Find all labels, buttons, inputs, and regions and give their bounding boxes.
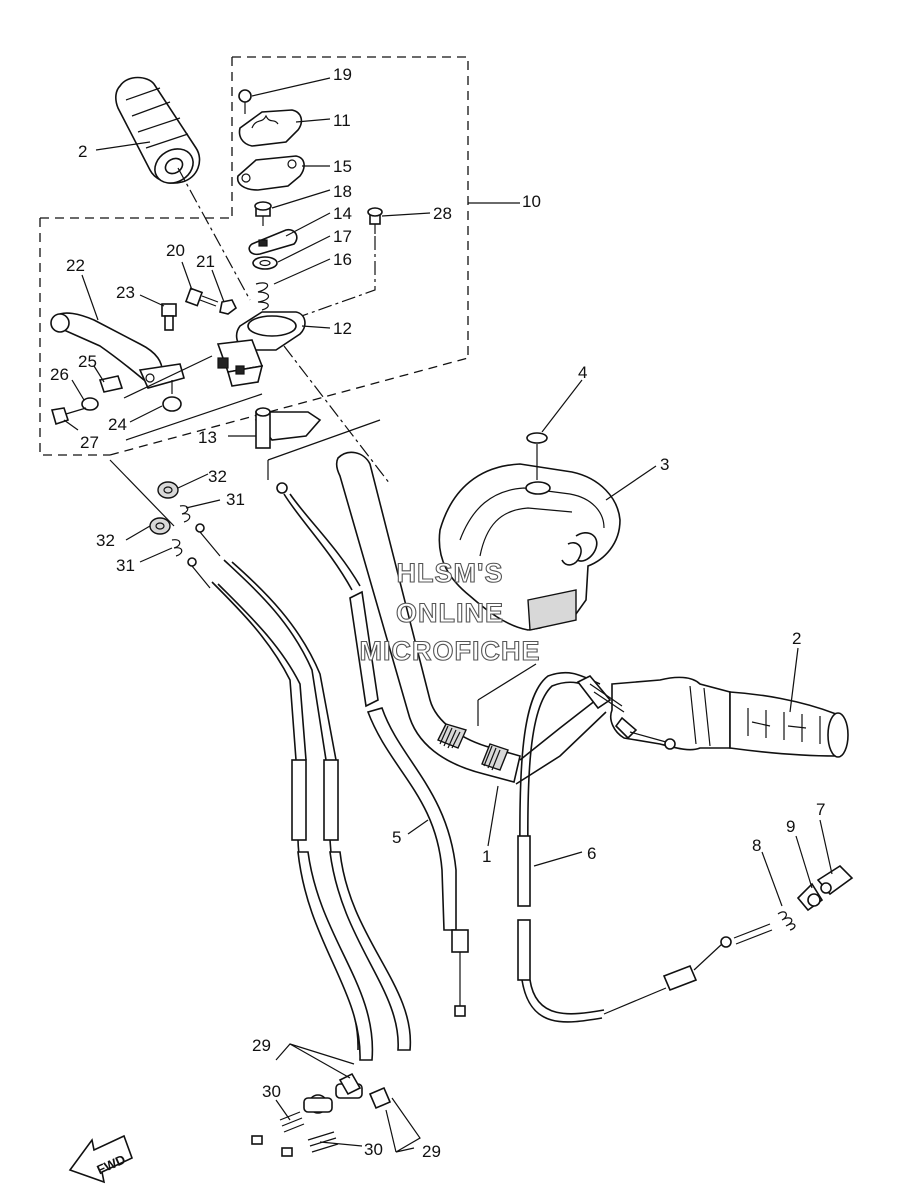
callout-2-right: 2 bbox=[792, 629, 801, 648]
callout-18: 18 bbox=[333, 182, 352, 201]
callout-31-bottom: 31 bbox=[116, 556, 135, 575]
callout-11: 11 bbox=[333, 111, 351, 130]
small-parts-stack bbox=[248, 201, 383, 319]
callout-21: 21 bbox=[196, 252, 215, 271]
callout-12: 12 bbox=[333, 319, 352, 338]
grip-right bbox=[576, 675, 849, 758]
callout-13: 13 bbox=[198, 428, 217, 447]
switch-bracket-parts bbox=[236, 89, 305, 191]
callout-32-bottom: 32 bbox=[96, 531, 115, 550]
cable-pair-29 bbox=[211, 559, 412, 1157]
callout-19: 19 bbox=[333, 65, 352, 84]
callout-2-top: 2 bbox=[78, 142, 87, 161]
watermark-line-2: ONLINE bbox=[396, 598, 504, 628]
callout-29-right: 29 bbox=[422, 1142, 441, 1161]
callout-26: 26 bbox=[50, 365, 69, 384]
callout-8: 8 bbox=[752, 836, 761, 855]
callout-28: 28 bbox=[433, 204, 452, 223]
callout-5: 5 bbox=[392, 828, 401, 847]
nuts-and-washers bbox=[149, 481, 221, 589]
callout-24: 24 bbox=[108, 415, 127, 434]
callout-27: 27 bbox=[80, 433, 99, 452]
callout-1: 1 bbox=[482, 847, 491, 866]
callout-labels: 2 19 11 15 18 14 28 10 17 16 12 20 21 22… bbox=[50, 65, 825, 1161]
leader-lines bbox=[63, 77, 833, 1153]
callout-4: 4 bbox=[578, 363, 587, 382]
callout-17: 17 bbox=[333, 227, 352, 246]
callout-14: 14 bbox=[333, 204, 352, 223]
adjuster-parts bbox=[796, 864, 854, 912]
watermark-line-3: MICROFICHE bbox=[360, 636, 541, 666]
callout-29-left: 29 bbox=[252, 1036, 271, 1055]
lever-assembly bbox=[50, 287, 322, 449]
fwd-arrow-icon: FWD bbox=[68, 1134, 134, 1184]
callout-3: 3 bbox=[660, 455, 669, 474]
callout-30-right: 30 bbox=[364, 1140, 383, 1159]
callout-16: 16 bbox=[333, 250, 352, 269]
callout-32-top: 32 bbox=[208, 467, 227, 486]
throttle-housing-3 bbox=[438, 432, 621, 726]
callout-9: 9 bbox=[786, 817, 795, 836]
callout-7: 7 bbox=[816, 800, 825, 819]
callout-22: 22 bbox=[66, 256, 85, 275]
assembly-outline bbox=[39, 56, 520, 456]
callout-30-left: 30 bbox=[262, 1082, 281, 1101]
callout-6: 6 bbox=[587, 844, 596, 863]
callout-10: 10 bbox=[522, 192, 541, 211]
callout-31-top: 31 bbox=[226, 490, 245, 509]
callout-15: 15 bbox=[333, 157, 352, 176]
callout-23: 23 bbox=[116, 283, 135, 302]
guide-lines bbox=[109, 345, 391, 527]
watermark-line-1: HLSM'S bbox=[397, 558, 504, 588]
cable-6 bbox=[517, 671, 796, 1023]
handlebar-1 bbox=[335, 451, 607, 785]
grip-left bbox=[115, 76, 251, 301]
callout-25: 25 bbox=[78, 352, 97, 371]
callout-20: 20 bbox=[166, 241, 185, 260]
watermark: HLSM'S ONLINE MICROFICHE bbox=[359, 557, 541, 666]
cable-5 bbox=[276, 482, 469, 1017]
